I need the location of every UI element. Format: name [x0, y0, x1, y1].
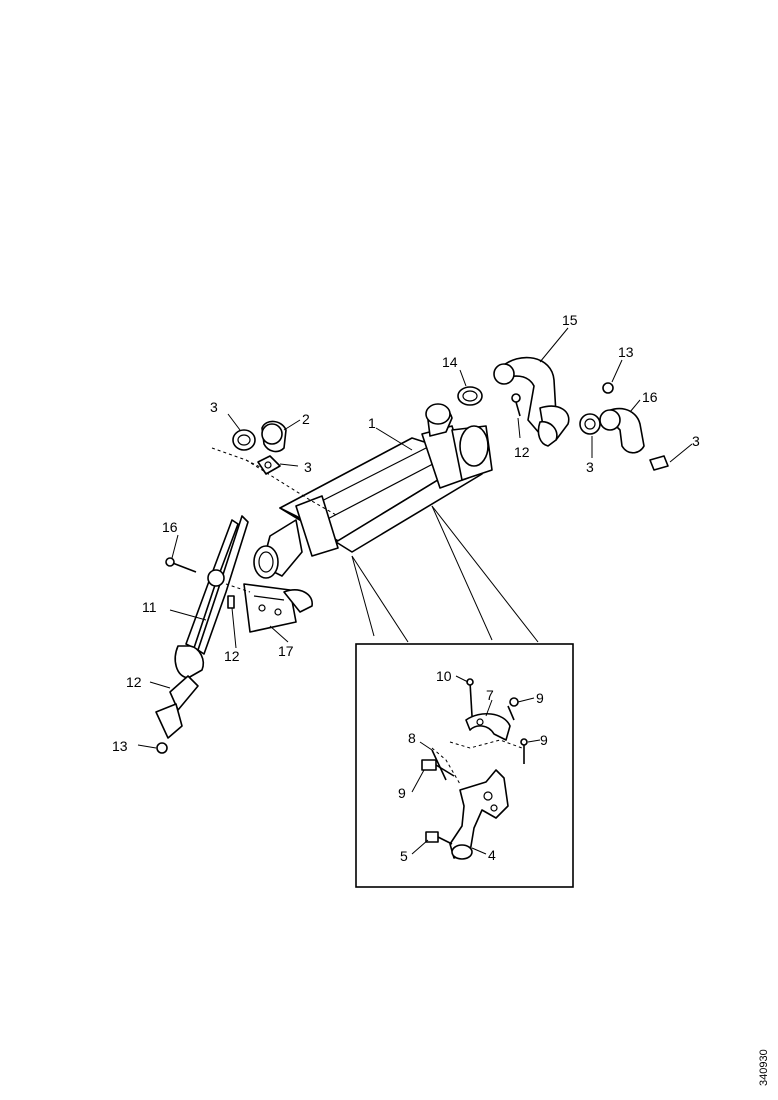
- elbow-hose-part-15: [493, 356, 570, 447]
- callout-5: 5: [400, 848, 408, 864]
- callout-3-right: 3: [586, 459, 594, 475]
- leader-lines-detail: [411, 675, 541, 855]
- callout-3-upper-left: 3: [210, 399, 218, 415]
- callout-3-far-right: 3: [692, 433, 700, 449]
- leader-lines-main: [137, 327, 693, 749]
- callout-14: 14: [442, 354, 458, 370]
- bracket-part-17: [243, 583, 313, 633]
- detail-bolt-part-8-left: [431, 749, 447, 781]
- callout-16-right: 16: [642, 389, 658, 405]
- callout-15: 15: [562, 312, 578, 328]
- bolt-part-12-left: [227, 595, 235, 609]
- callout-3-left: 3: [304, 459, 312, 475]
- detail-bolt-part-5: [425, 831, 453, 845]
- clamp-part-3-far-right: [649, 455, 669, 471]
- reference-code: 340930: [758, 1049, 770, 1086]
- detail-bolt-part-10: [466, 678, 474, 717]
- pipe-part-16-right: [599, 407, 645, 454]
- seal-part-14: [457, 386, 483, 406]
- nut-part-13-right: [602, 382, 614, 394]
- callout-4: 4: [488, 847, 496, 863]
- egr-pipe-part-11: [155, 515, 249, 754]
- clamp-part-3-right: [579, 413, 601, 435]
- callout-8: 8: [408, 730, 416, 746]
- callout-13-lower-left: 13: [112, 738, 128, 754]
- callout-7: 7: [486, 687, 494, 703]
- callout-12-upper-right: 12: [514, 444, 530, 460]
- detail-support-bracket-part-4: [449, 769, 509, 860]
- detail-bolt-part-8-right: [520, 738, 528, 764]
- detail-bolt-part-9-left: [421, 759, 455, 777]
- callout-9-left: 9: [398, 785, 406, 801]
- detail-view-frame: [355, 643, 574, 888]
- callout-9-top-right: 9: [536, 690, 544, 706]
- egr-cooler-body: [253, 403, 493, 579]
- callout-12-left: 12: [224, 648, 240, 664]
- hose-part-2: [261, 420, 287, 453]
- callout-1: 1: [368, 415, 376, 431]
- bolt-part-12-upper-right: [511, 393, 521, 417]
- gasket-part-3-left: [257, 455, 281, 475]
- detail-bracket-part-7: [465, 713, 511, 741]
- detail-bolt-part-9-top-right: [507, 697, 519, 721]
- callout-13-upper-right: 13: [618, 344, 634, 360]
- callout-9-right: 9: [540, 732, 548, 748]
- callout-12-lower-left: 12: [126, 674, 142, 690]
- bolt-part-16-left: [165, 557, 197, 573]
- callout-10: 10: [436, 668, 452, 684]
- callout-11: 11: [142, 599, 157, 615]
- callout-16-left: 16: [162, 519, 178, 535]
- callout-17: 17: [278, 643, 294, 659]
- clamp-part-3-upper-left: [232, 429, 256, 451]
- callout-2: 2: [302, 411, 310, 427]
- detail-view-connectors: [351, 505, 539, 643]
